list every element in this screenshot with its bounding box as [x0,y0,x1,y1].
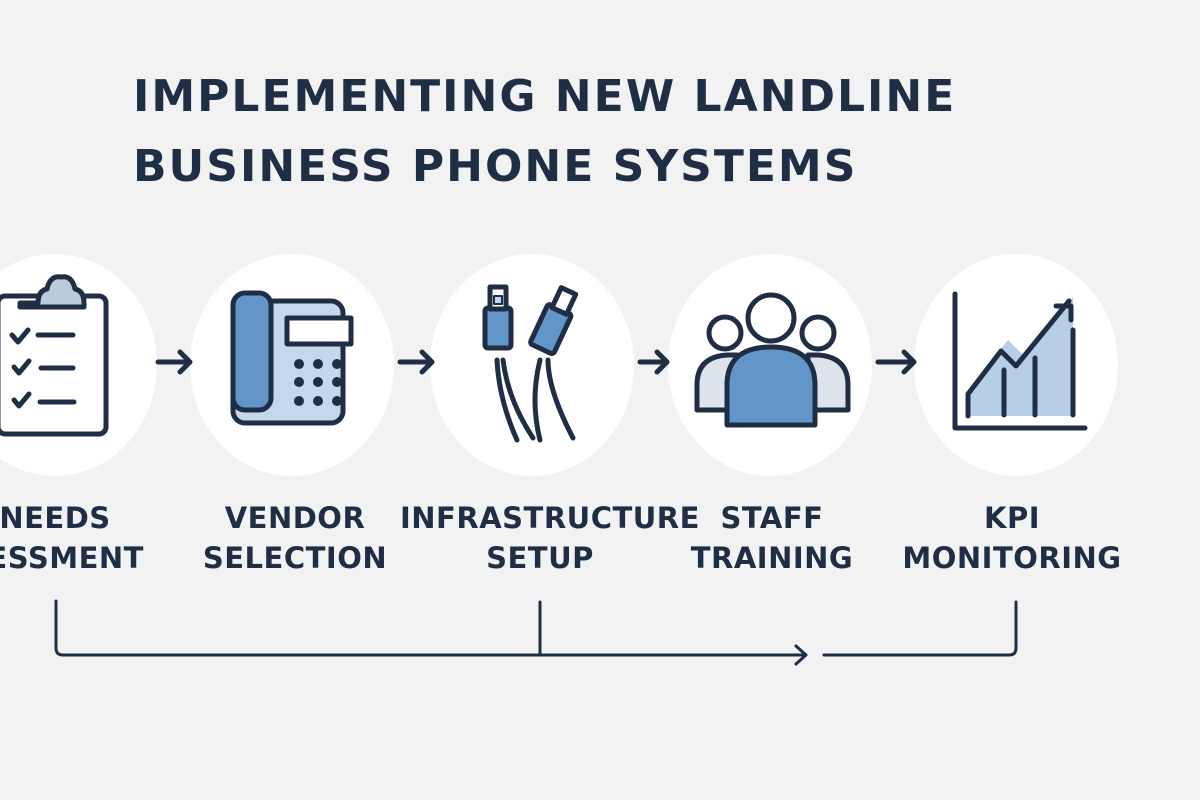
step-label-line: NEEDS [0,501,111,535]
step-label-line: VENDOR [224,501,366,535]
step-label-vendor: VENDOR SELECTION [155,498,435,578]
flow-arrow [637,349,670,375]
feedback-connector [54,599,1018,666]
step-label-line: TRAINING [690,541,854,575]
title-line-1: IMPLEMENTING NEW LANDLINE [133,71,957,122]
step-label-line: STAFF [720,501,824,535]
flow-arrow [397,349,435,375]
title-line-2: BUSINESS PHONE SYSTEMS [133,141,858,192]
step-label-kpi: KPI MONITORING [872,498,1152,578]
flow-arrow [875,349,917,375]
ethernet-cable-icon [482,284,579,443]
step-label-line: MONITORING [902,541,1122,575]
page-title: IMPLEMENTING NEW LANDLINE BUSINESS PHONE… [133,62,956,202]
step-label-infrastructure: INFRASTRUCTURE SETUP [400,498,700,578]
step-label-line: SELECTION [202,541,388,575]
step-label-line: SESSMENT [0,541,144,575]
step-label-line: INFRASTRUCTURE [400,501,700,535]
step-label-line: SETUP [486,541,594,575]
clipboard-checklist-icon [0,274,109,437]
desk-phone-icon [230,290,354,426]
growth-chart-icon [952,291,1088,431]
step-label-line: KPI [983,501,1041,535]
step-label-needs: NEEDS SESSMENT [0,498,195,578]
step-label-staff: STAFF TRAINING [632,498,912,578]
flow-arrow [155,349,193,375]
team-icon [694,292,851,428]
